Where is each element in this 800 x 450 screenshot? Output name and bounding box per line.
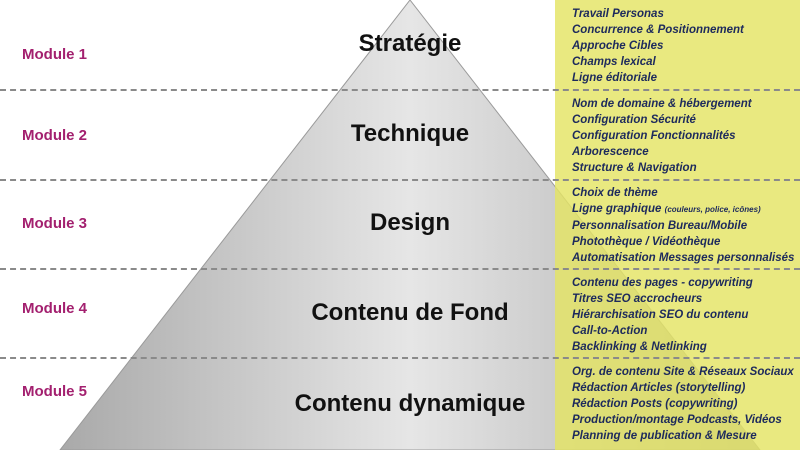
item: Nom de domaine & hébergement (572, 98, 752, 110)
stage-title: Design (369, 209, 450, 236)
module-1-items: Travail Personas Concurrence & Positionn… (572, 6, 744, 86)
module-label: Module 2 (22, 127, 88, 144)
details-panel (555, 0, 800, 450)
item: Photothèque / Vidéothèque (572, 236, 721, 248)
module-label: Module 4 (22, 300, 88, 317)
item: Backlinking & Netlinking (572, 341, 707, 353)
module-2-items: Nom de domaine & hébergement Configurati… (572, 96, 752, 176)
item-note: (couleurs, police, icônes) (664, 205, 761, 214)
divider (0, 179, 800, 181)
stage-title: Technique (350, 120, 470, 147)
item: Concurrence & Positionnement (572, 24, 744, 36)
item: Planning de publication & Mesure (572, 430, 757, 442)
item-text: Ligne graphique (572, 203, 662, 215)
stage-title: Contenu dynamique (294, 390, 526, 417)
item: Champs lexical (572, 56, 656, 68)
item: Ligne éditoriale (572, 72, 657, 84)
item: Configuration Sécurité (572, 114, 696, 126)
item: Titres SEO accrocheurs (572, 293, 703, 305)
module-4-items: Contenu des pages - copywriting Titres S… (572, 275, 753, 355)
divider (0, 268, 800, 270)
module-3-items: Choix de thème Ligne graphique (couleurs… (572, 185, 794, 266)
item: Rédaction Posts (copywriting) (572, 398, 738, 410)
item: Configuration Fonctionnalités (572, 130, 736, 142)
item: Approche Cibles (572, 40, 664, 52)
item: Travail Personas (572, 8, 664, 20)
stage-title: Stratégie (358, 30, 462, 57)
item: Arborescence (572, 146, 649, 158)
item: Automatisation Messages personnalisés (572, 252, 795, 264)
divider (0, 89, 800, 91)
module-5-items: Org. de contenu Site & Réseaux Sociaux R… (572, 364, 794, 444)
item: Hiérarchisation SEO du contenu (572, 309, 749, 321)
item: Structure & Navigation (572, 162, 697, 174)
item: Choix de thème (572, 187, 658, 199)
item: Ligne graphique (couleurs, police, icône… (572, 201, 794, 218)
item: Contenu des pages - copywriting (572, 277, 753, 289)
module-label: Module 5 (22, 383, 88, 400)
item: Call-to-Action (572, 325, 648, 337)
item: Production/montage Podcasts, Vidéos (572, 414, 782, 426)
item: Rédaction Articles (storytelling) (572, 382, 746, 394)
stage-title: Contenu de Fond (311, 299, 509, 326)
item: Personnalisation Bureau/Mobile (572, 220, 748, 232)
module-label: Module 1 (22, 46, 88, 63)
module-label: Module 3 (22, 215, 88, 232)
item: Org. de contenu Site & Réseaux Sociaux (572, 366, 794, 378)
divider (0, 357, 800, 359)
